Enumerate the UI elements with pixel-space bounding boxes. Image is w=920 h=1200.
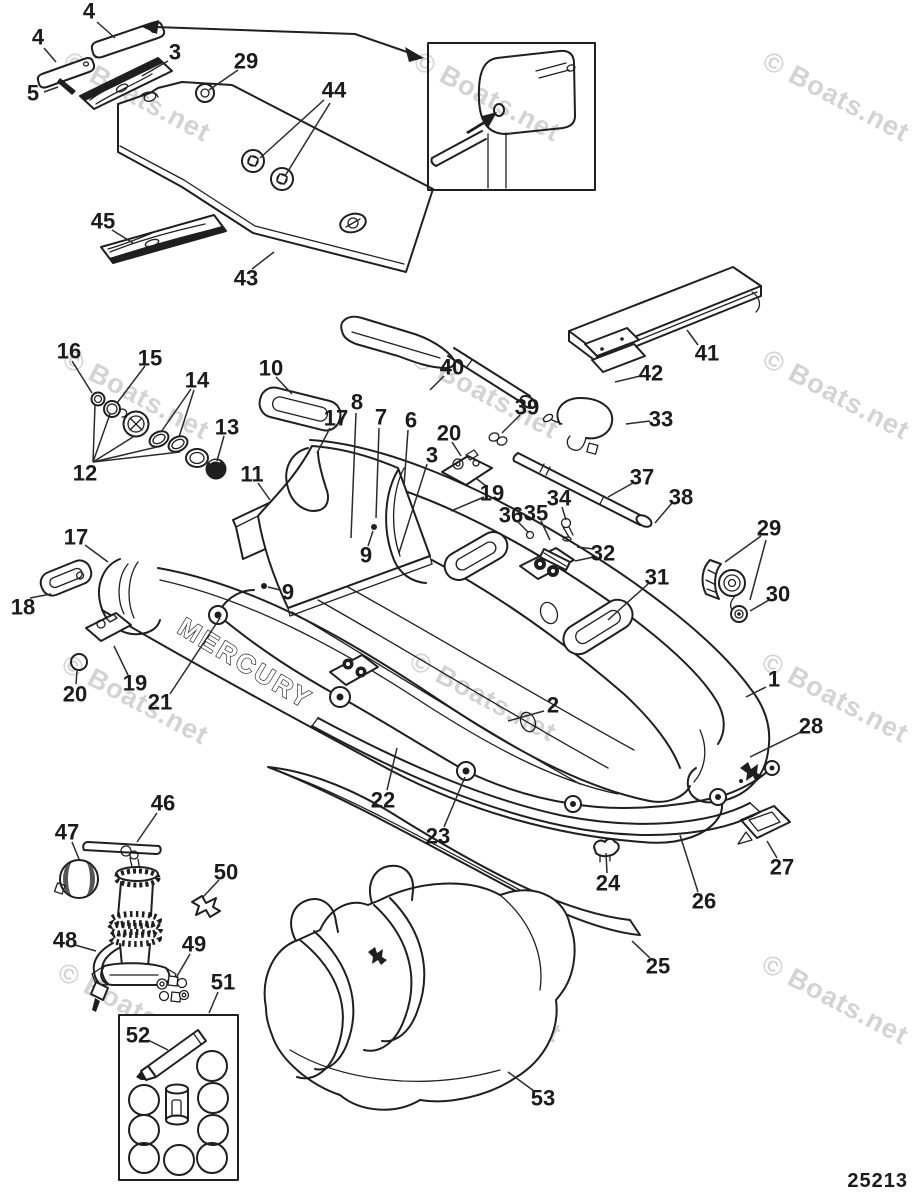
watermark: © Boats.net (58, 45, 216, 148)
watermark: © Boats.net (757, 45, 915, 148)
watermark: © Boats.net (57, 343, 215, 446)
watermark: © Boats.net (756, 646, 914, 749)
watermark: © Boats.net (56, 648, 214, 751)
watermark: © Boats.net (756, 948, 914, 1051)
watermark: © Boats.net (757, 343, 915, 446)
watermark: © Boats.net (52, 956, 210, 1059)
watermark: © Boats.net (404, 645, 562, 748)
watermark: © Boats.net (409, 946, 567, 1049)
watermark: © Boats.net (408, 45, 566, 148)
drawing-number: 25213 (847, 1170, 908, 1192)
watermark: © Boats.net (406, 342, 564, 445)
